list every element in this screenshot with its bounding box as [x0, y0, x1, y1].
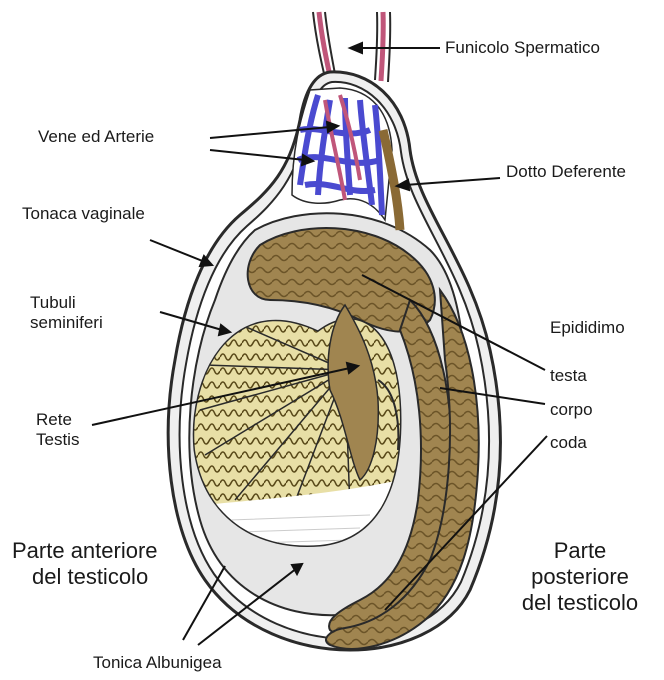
label-rete-line2: Testis	[36, 430, 79, 450]
label-parte-anteriore: Parte anteriore del testicolo	[12, 538, 158, 590]
label-tonica-albunigea: Tonica Albunigea	[93, 653, 222, 673]
label-vene-arterie: Vene ed Arterie	[38, 127, 154, 147]
label-tubuli-seminiferi: Tubuli seminiferi	[30, 293, 103, 333]
label-corpo: corpo	[550, 400, 593, 420]
label-anteriore-line1: Parte anteriore	[12, 538, 158, 564]
label-posteriore-line1: Parte	[505, 538, 655, 564]
label-epididimo: Epididimo	[550, 318, 625, 338]
leader-tonaca	[150, 240, 205, 262]
label-parte-posteriore: Parte posteriore del testicolo	[505, 538, 655, 616]
label-tubuli-line1: Tubuli	[30, 293, 103, 313]
label-anteriore-line2: del testicolo	[12, 564, 158, 590]
label-dotto-deferente: Dotto Deferente	[506, 162, 626, 182]
arrowhead-funicolo	[350, 43, 362, 53]
label-rete-testis: Rete Testis	[36, 410, 79, 450]
label-rete-line1: Rete	[36, 410, 79, 430]
label-funicolo-spermatico: Funicolo Spermatico	[445, 38, 600, 58]
label-coda: coda	[550, 433, 587, 453]
label-tonaca-vaginale: Tonaca vaginale	[22, 204, 145, 224]
label-posteriore-line3: del testicolo	[505, 590, 655, 616]
label-testa: testa	[550, 366, 587, 386]
label-posteriore-line2: posteriore	[505, 564, 655, 590]
label-tubuli-line2: seminiferi	[30, 313, 103, 333]
